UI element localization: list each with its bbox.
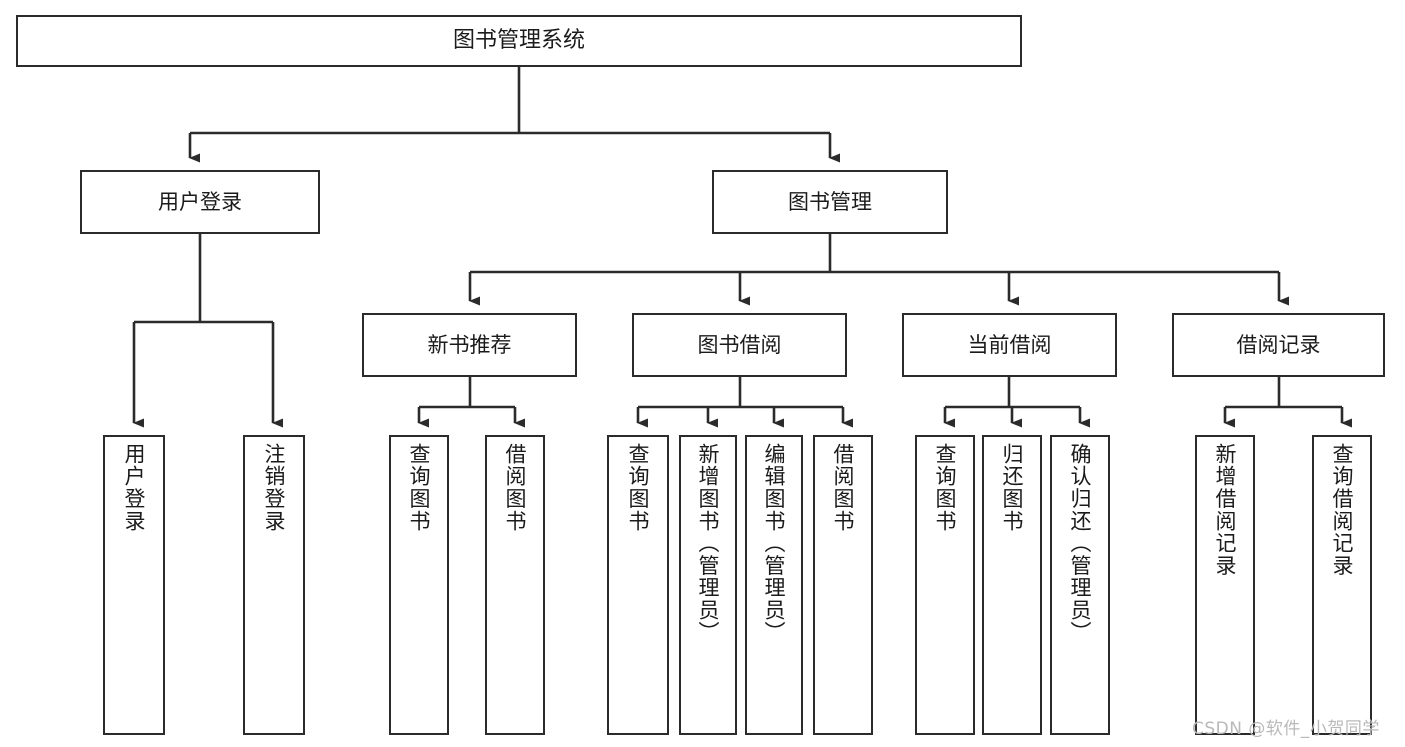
node-book-manage-label: 图书管理 [788, 189, 872, 214]
node-leaf-query-book-1-label: 查询图书 [407, 443, 432, 533]
node-leaf-return-book-label: 归还图书 [1000, 443, 1025, 533]
node-leaf-add-book-admin-label: 新增图书（管理员） [696, 443, 721, 644]
node-leaf-borrow-book-1[interactable]: 借阅图书 [485, 435, 545, 735]
node-borrow-record[interactable]: 借阅记录 [1172, 313, 1385, 377]
node-current-borrow[interactable]: 当前借阅 [902, 313, 1117, 377]
node-leaf-query-book-1[interactable]: 查询图书 [389, 435, 449, 735]
node-leaf-return-book[interactable]: 归还图书 [982, 435, 1042, 735]
node-leaf-add-borrow-record[interactable]: 新增借阅记录 [1195, 435, 1255, 735]
node-leaf-user-logout-label: 注销登录 [262, 443, 287, 533]
node-leaf-query-book-2-label: 查询图书 [626, 443, 651, 533]
node-leaf-add-book-admin[interactable]: 新增图书（管理员） [679, 435, 737, 735]
node-user-login-label: 用户登录 [158, 189, 242, 214]
node-leaf-query-book-3[interactable]: 查询图书 [915, 435, 975, 735]
watermark-text: CSDN @软件_小贺同学 [1192, 719, 1380, 739]
node-leaf-borrow-book-2-label: 借阅图书 [831, 443, 856, 533]
node-leaf-confirm-return-admin[interactable]: 确认归还（管理员） [1050, 435, 1110, 735]
node-leaf-user-login[interactable]: 用户登录 [103, 435, 165, 735]
node-leaf-add-borrow-record-label: 新增借阅记录 [1213, 443, 1238, 577]
node-leaf-user-login-label: 用户登录 [122, 443, 147, 533]
node-leaf-query-borrow-record-label: 查询借阅记录 [1330, 443, 1355, 577]
node-current-borrow-label: 当前借阅 [967, 332, 1052, 357]
node-new-book-recommend-label: 新书推荐 [427, 332, 512, 357]
node-book-borrow[interactable]: 图书借阅 [632, 313, 847, 377]
node-leaf-borrow-book-1-label: 借阅图书 [503, 443, 528, 533]
node-book-borrow-label: 图书借阅 [697, 332, 782, 357]
node-root[interactable]: 图书管理系统 [16, 15, 1022, 67]
node-book-manage[interactable]: 图书管理 [712, 170, 948, 234]
node-leaf-user-logout[interactable]: 注销登录 [243, 435, 305, 735]
node-root-label: 图书管理系统 [452, 28, 585, 54]
node-leaf-query-book-3-label: 查询图书 [933, 443, 958, 533]
node-borrow-record-label: 借阅记录 [1236, 332, 1321, 357]
node-leaf-edit-book-admin[interactable]: 编辑图书（管理员） [745, 435, 803, 735]
node-leaf-query-book-2[interactable]: 查询图书 [607, 435, 669, 735]
node-leaf-borrow-book-2[interactable]: 借阅图书 [813, 435, 873, 735]
node-leaf-query-borrow-record[interactable]: 查询借阅记录 [1312, 435, 1372, 735]
node-leaf-confirm-return-admin-label: 确认归还（管理员） [1068, 443, 1093, 644]
node-leaf-edit-book-admin-label: 编辑图书（管理员） [762, 443, 787, 644]
node-new-book-recommend[interactable]: 新书推荐 [362, 313, 577, 377]
node-user-login[interactable]: 用户登录 [80, 170, 320, 234]
